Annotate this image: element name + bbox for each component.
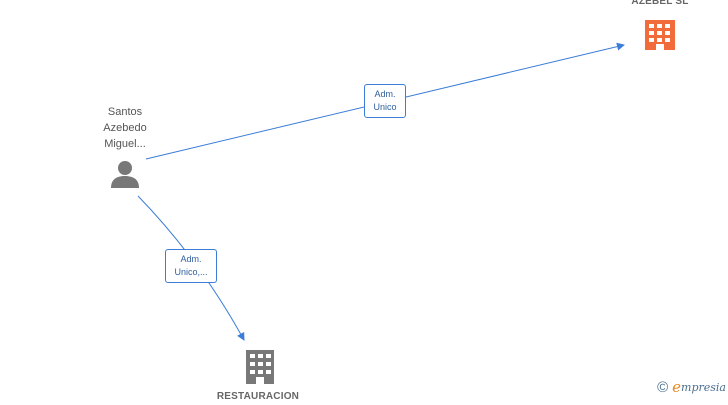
person-name-line: Azebedo bbox=[103, 122, 147, 134]
edge-label-line: Unico bbox=[373, 102, 397, 112]
company-label-azebel[interactable]: AZEBEL SL bbox=[631, 0, 689, 7]
edge-label-line: Unico,... bbox=[174, 267, 208, 277]
edge-label-line: Adm. bbox=[374, 89, 396, 99]
person-name[interactable]: Santos Azebedo Miguel... bbox=[85, 104, 165, 152]
brand-name: mpresia bbox=[681, 380, 726, 394]
edge-label-adm-unico-more: Adm. Unico,... bbox=[165, 249, 217, 283]
empresia-watermark[interactable]: © e mpresia bbox=[657, 378, 726, 396]
person-name-line: Miguel... bbox=[104, 138, 146, 150]
edge-label-adm-unico: Adm. Unico bbox=[364, 84, 406, 118]
person-icon[interactable] bbox=[111, 161, 139, 188]
brand-initial: e bbox=[672, 378, 682, 396]
edge-label-line: Adm. bbox=[180, 254, 202, 264]
person-name-line: Santos bbox=[107, 106, 143, 118]
building-icon[interactable] bbox=[645, 20, 675, 50]
copyright-icon: © bbox=[657, 378, 669, 396]
company-label-restauracion[interactable]: RESTAURACION bbox=[216, 391, 300, 402]
building-icon[interactable] bbox=[246, 350, 274, 384]
